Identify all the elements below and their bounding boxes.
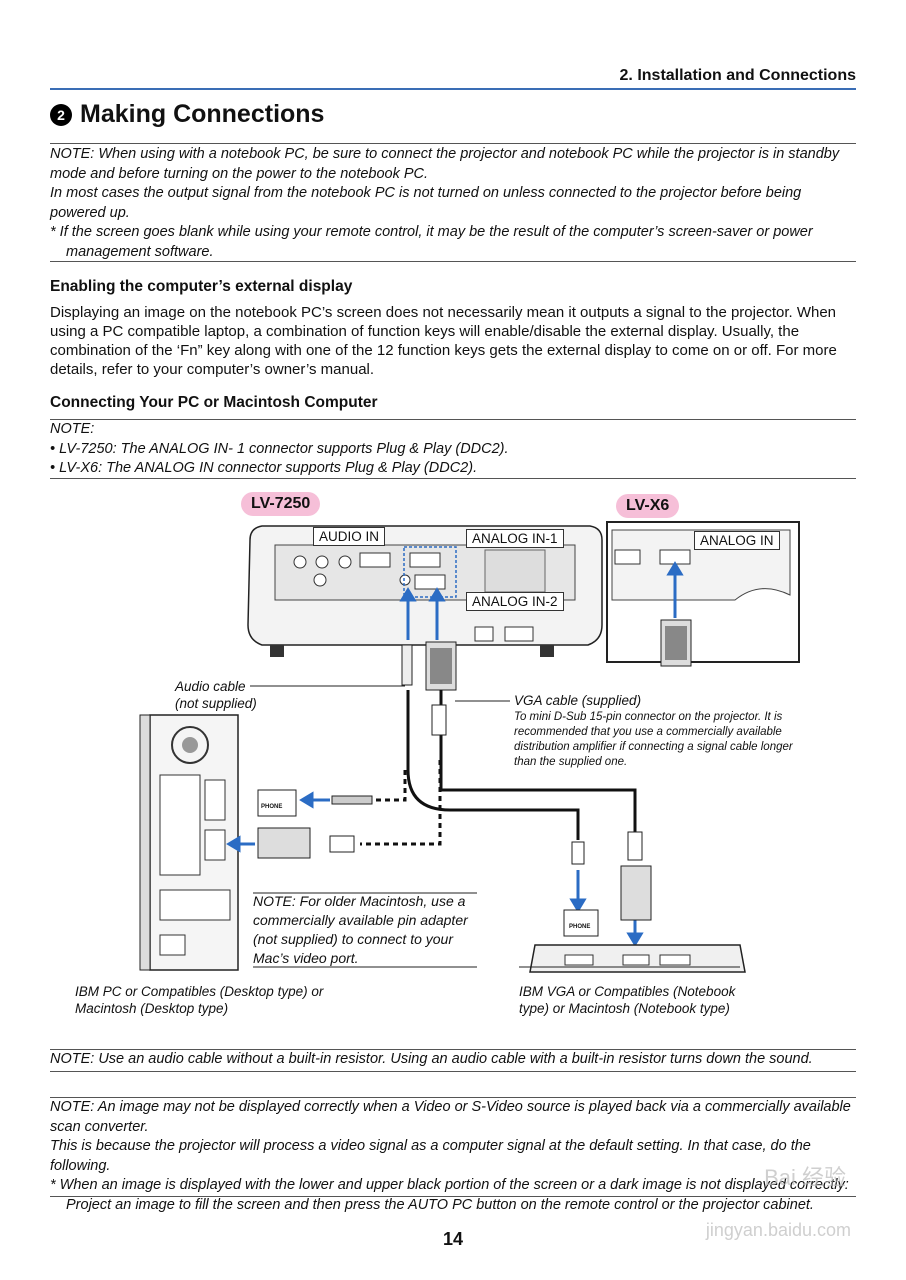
note-line: In most cases the output signal from the… [50,185,802,221]
divider [50,1097,856,1098]
divider [50,1049,856,1050]
note-line: * If the screen goes blank while using y… [50,224,813,260]
label-analog-in-1: ANALOG IN-1 [466,529,564,548]
section-heading: Connecting Your PC or Macintosh Computer [50,394,378,411]
note-standby: NOTE: When using with a notebook PC, be … [50,145,854,262]
ferrite-core [329,835,355,853]
note-line: • LV-7250: The ANALOG IN- 1 connector su… [50,440,509,457]
section-heading: Enabling the computer’s external display [50,278,353,295]
projector-arrows [399,561,684,640]
note-line: NOTE: When using with a notebook PC, be … [50,146,840,182]
vga-cable-note: To mini D-Sub 15-pin connector on the pr… [514,711,793,768]
divider [50,1196,856,1197]
label-analog-in-2: ANALOG IN-2 [466,592,564,611]
note-audio-cable: NOTE: Use an audio cable without a built… [50,1051,813,1067]
watermark-url: jingyan.baidu.com [705,1220,851,1240]
divider [50,143,856,144]
vga-plugs [401,619,692,691]
divider [50,261,856,262]
title-text: Making Connections [80,100,325,128]
header-rule [50,88,856,90]
label-audio-in: AUDIO IN [313,527,386,546]
phone-label: PHONE [569,924,591,930]
note-line: NOTE: [50,421,95,437]
model-badge-lvx6: LV-X6 [616,494,680,518]
ferrite-core [431,704,447,736]
phone-label: PHONE [261,804,283,810]
note-scan-converter: NOTE: An image may not be displayed corr… [50,1098,854,1215]
note-line: * When an image is displayed with the lo… [50,1177,849,1213]
note-line: NOTE: An image may not be displayed corr… [50,1099,851,1135]
cables [360,690,637,860]
vga-plug-desktop [257,827,311,859]
notebook-caption: IBM VGA or Compatibles (Notebook type) o… [519,984,736,1016]
projector-lv7250 [247,525,603,657]
audio-cable-sub: (not supplied) [175,696,257,711]
divider [50,419,856,420]
phone-jack [563,909,599,937]
vga-cable-label: VGA cable (supplied) [514,693,642,708]
connection-diagram [139,521,800,973]
page-title: 2 Making Connections [50,100,324,129]
notebook-pc [529,944,746,973]
label-analog-in: ANALOG IN [694,531,780,550]
ferrite-core [627,831,643,861]
section-body: Displaying an image on the notebook PC’s… [50,304,837,378]
step-number: 2 [50,103,72,126]
note-line: This is because the projector will proce… [50,1138,811,1174]
audio-cable-label: Audio cable (not supplied) [175,678,257,712]
divider [50,478,856,479]
model-badge-lv7250: LV-7250 [241,492,321,516]
leader-lines [250,685,740,968]
mac-note: NOTE: For older Macintosh, use a commerc… [253,893,468,966]
desktop-pc [139,714,239,971]
watermark-logo: Bai 经验 [764,1165,846,1190]
divider [50,1071,856,1072]
note-line: • LV-X6: The ANALOG IN connector support… [50,460,478,476]
vga-plug-notebook [620,865,652,921]
section-header: 2. Installation and Connections [619,67,856,84]
desktop-arrows [226,791,644,947]
desktop-caption: IBM PC or Compatibles (Desktop type) or … [75,984,324,1016]
phone-jack [257,789,297,817]
audio-plug [571,841,585,865]
note-plug-play: NOTE: • LV-7250: The ANALOG IN- 1 connec… [50,420,854,479]
audio-cable-text: Audio cable [175,679,246,694]
audio-plug [331,795,373,805]
page-number: 14 [442,1229,464,1249]
